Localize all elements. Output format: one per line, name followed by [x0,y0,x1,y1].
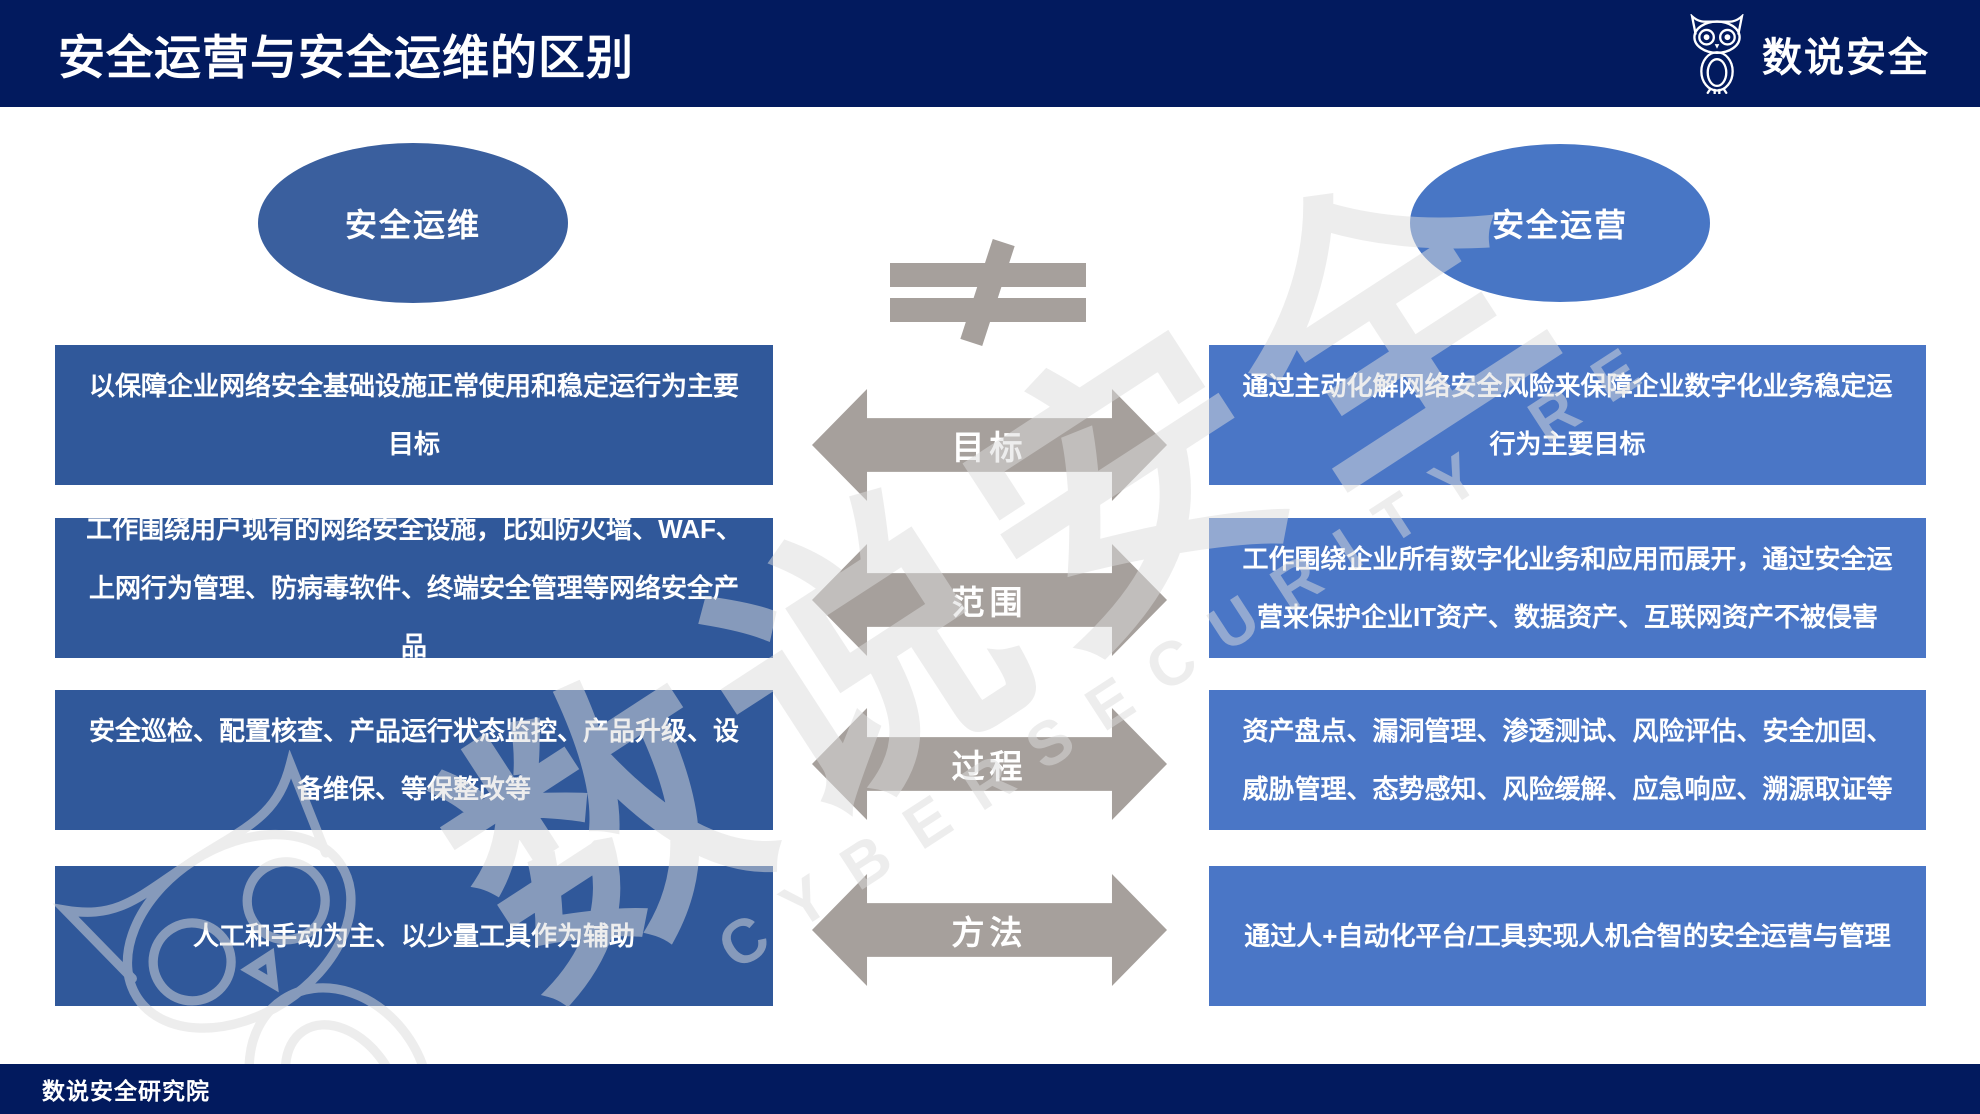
arrow-label-scope: 范围 [951,584,1028,621]
ellipse-security-om: 安全运维 [258,143,568,303]
ellipse-left-label: 安全运维 [344,207,481,243]
brand-logo: 数说安全 [1686,13,1930,94]
right-box-method-text: 通过人+自动化平台/工具实现人机合智的安全运营与管理 [1244,920,1891,951]
arrow-label-goal: 目标 [951,429,1028,466]
double-arrow-icon-scope: 范围 [812,544,1167,656]
double-arrow-icon-process: 过程 [812,708,1167,820]
left-box-scope: 工作围绕用户现有的网络安全设施，比如防火墙、WAF、上网行为管理、防病毒软件、终… [55,514,773,661]
brand-name: 数说安全 [1762,35,1930,80]
owl-icon [1690,13,1744,94]
not-equal-slash [960,239,1015,346]
right-box-method: 通过人+自动化平台/工具实现人机合智的安全运营与管理 [1209,866,1926,1006]
ellipse-right-label: 安全运营 [1491,207,1628,243]
page-title: 安全运营与安全运维的区别 [58,31,634,84]
left-box-method-text: 人工和手动为主、以少量工具作为辅助 [192,920,635,951]
double-arrow-icon-method: 方法 [812,874,1167,986]
left-box-process: 安全巡检、配置核查、产品运行状态监控、产品升级、设备维保、等保整改等 [55,690,773,830]
left-box-method: 人工和手动为主、以少量工具作为辅助 [55,866,773,1006]
right-box-goal-text: 通过主动化解网络安全风险来保障企业数字化业务稳定运行为主要目标 [1242,370,1893,460]
right-box-scope: 工作围绕企业所有数字化业务和应用而展开，通过安全运营来保护企业IT资产、数据资产… [1209,518,1926,658]
double-arrow-icon-goal: 目标 [812,389,1167,501]
header-bar: 安全运营与安全运维的区别 数说安全 [0,0,1980,107]
right-box-goal: 通过主动化解网络安全风险来保障企业数字化业务稳定运行为主要目标 [1209,345,1926,485]
footer-text: 数说安全研究院 [42,1078,210,1104]
ellipse-security-ops: 安全运营 [1410,144,1710,302]
arrow-label-process: 过程 [951,748,1028,785]
left-box-scope-text: 工作围绕用户现有的网络安全设施，比如防火墙、WAF、上网行为管理、防病毒软件、终… [86,514,742,662]
not-equal-icon [890,239,1086,346]
left-box-goal: 以保障企业网络安全基础设施正常使用和稳定运行为主要目标 [55,345,773,485]
left-box-process-text: 安全巡检、配置核查、产品运行状态监控、产品升级、设备维保、等保整改等 [88,715,739,805]
footer-bar: 数说安全研究院 [0,1064,1980,1114]
right-box-scope-text: 工作围绕企业所有数字化业务和应用而展开，通过安全运营来保护企业IT资产、数据资产… [1242,543,1893,633]
arrow-label-method: 方法 [951,914,1028,951]
left-box-goal-text: 以保障企业网络安全基础设施正常使用和稳定运行为主要目标 [88,370,739,460]
right-box-process-text: 资产盘点、漏洞管理、渗透测试、风险评估、安全加固、威胁管理、态势感知、风险缓解、… [1242,715,1893,805]
right-box-process: 资产盘点、漏洞管理、渗透测试、风险评估、安全加固、威胁管理、态势感知、风险缓解、… [1209,690,1926,830]
